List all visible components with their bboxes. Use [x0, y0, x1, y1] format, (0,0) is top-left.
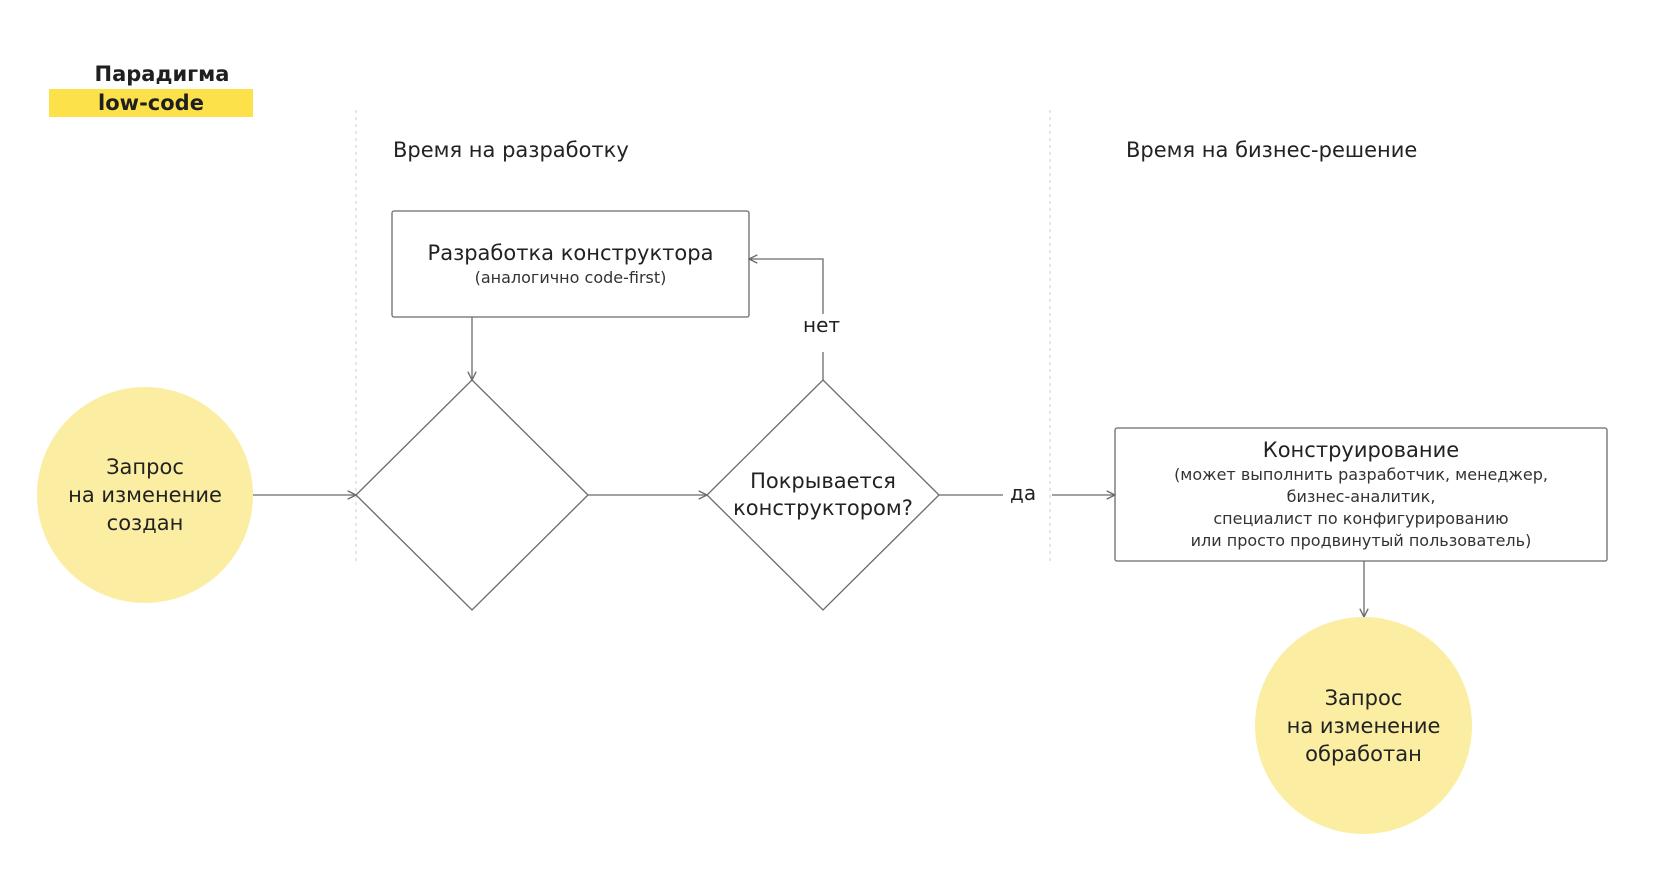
arrow-no-to-builder-upper: [749, 259, 824, 314]
builder-dev-title: Разработка конструктора: [427, 240, 714, 265]
section-title-business: Время на бизнес-решение: [1126, 138, 1418, 162]
badge-title: Парадигма: [94, 62, 230, 86]
empty-diamond: [355, 379, 589, 611]
end-node-circle: Запрос на изменение обработан: [1255, 617, 1472, 834]
section-title-development: Время на разработку: [393, 138, 629, 162]
decision-text: Покрывается конструктором?: [707, 465, 939, 525]
construction-title: Конструирование: [1262, 438, 1460, 462]
builder-dev-text: Разработка конструктора (аналогично code…: [392, 211, 749, 317]
end-node-line-2: на изменение: [1286, 713, 1441, 738]
start-node-line-2: на изменение: [68, 483, 222, 507]
construction-line-4: или просто продвинутый пользователь): [1190, 531, 1532, 550]
start-node-line-3: создан: [106, 511, 184, 535]
builder-dev-box: [391, 210, 750, 318]
decision-line-2: конструктором?: [733, 496, 913, 520]
construction-text: Конструирование (может выполнить разрабо…: [1115, 428, 1607, 561]
construction-line-2: бизнес-аналитик,: [1286, 487, 1436, 506]
edge-label-yes: да: [1010, 481, 1037, 505]
end-node-line-3: обработан: [1305, 741, 1422, 766]
badge-tag: low-code: [49, 89, 253, 117]
decision-diamond: [706, 379, 940, 611]
construction-line-3: специалист по конфигурированию: [1213, 509, 1509, 528]
edge-label-no: нет: [803, 313, 841, 337]
end-node-line-1: Запрос: [1324, 685, 1403, 710]
construction-line-1: (может выполнить разработчик, менеджер,: [1174, 465, 1548, 484]
decision-line-1: Покрывается: [750, 469, 896, 493]
start-node-circle: Запрос на изменение создан: [37, 387, 253, 603]
builder-dev-subtitle: (аналогично code-first): [474, 267, 667, 287]
start-node-line-1: Запрос: [106, 455, 184, 479]
